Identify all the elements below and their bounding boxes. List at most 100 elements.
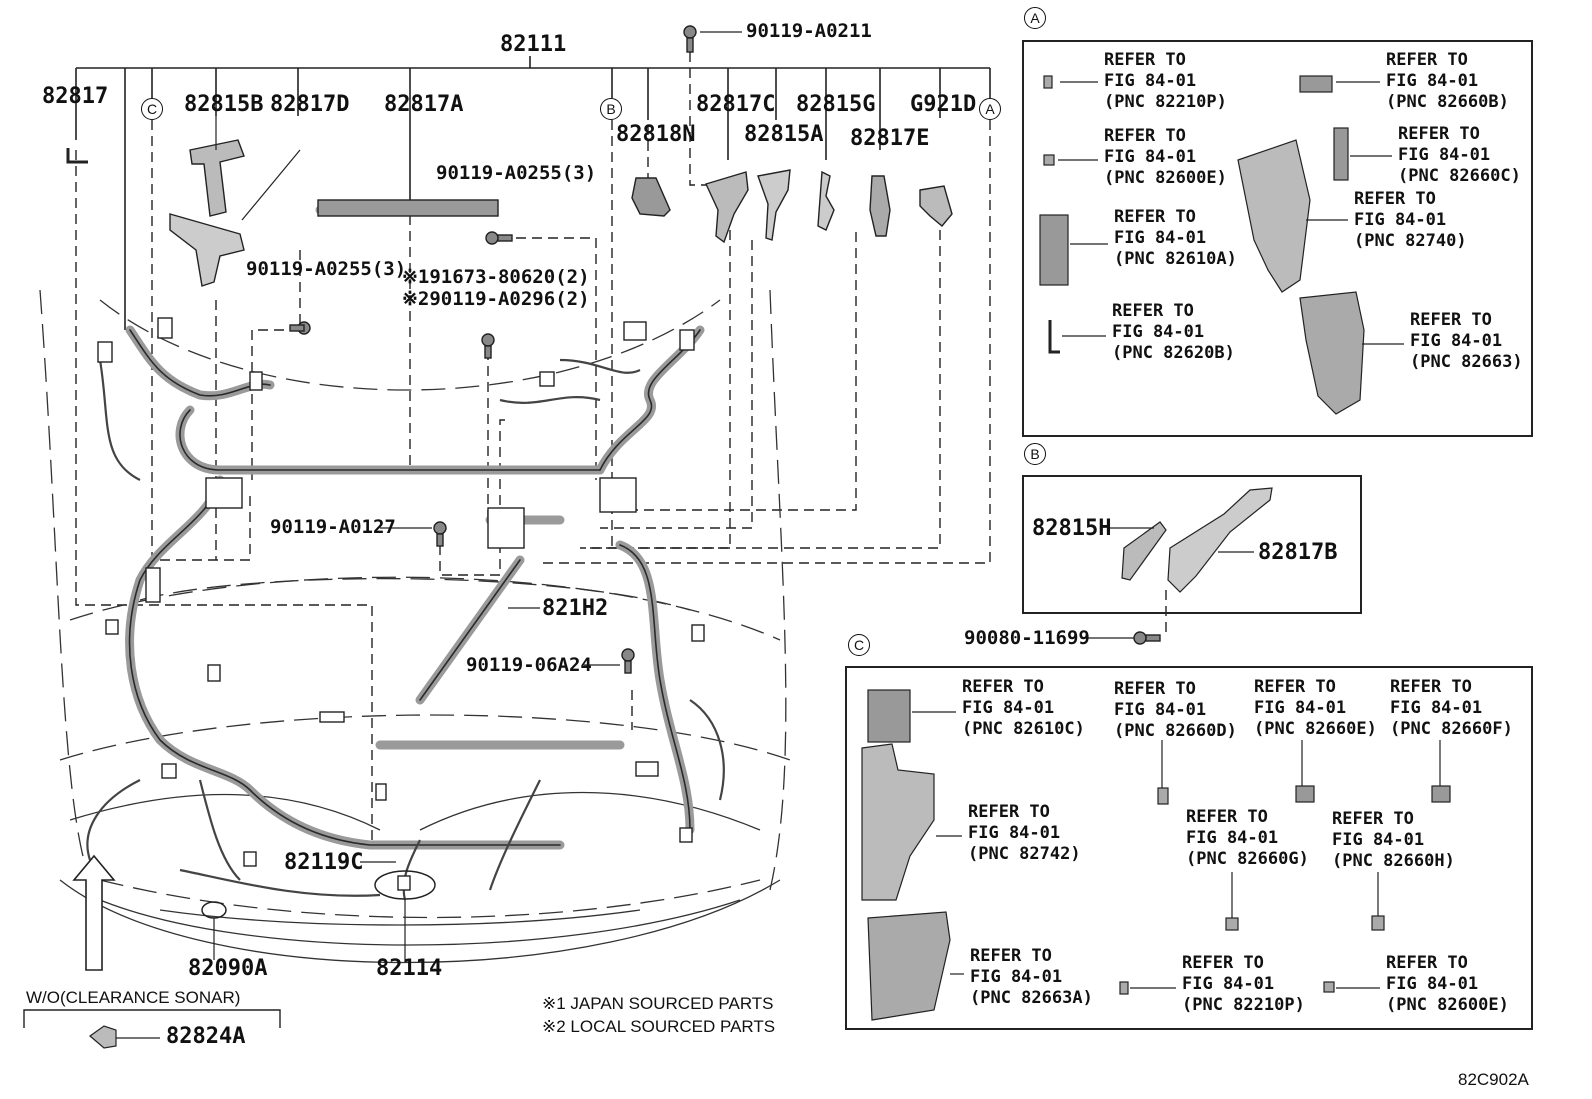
marker-c: C bbox=[141, 98, 163, 120]
ref-pnc: (PNC 82600E) bbox=[1386, 995, 1509, 1015]
ref-pnc: (PNC 82210P) bbox=[1104, 92, 1227, 112]
ref-line2: FIG 84-01 bbox=[970, 967, 1063, 987]
vehicle-outline bbox=[39, 289, 791, 919]
top-parts bbox=[66, 25, 1161, 674]
thin-wires bbox=[86, 358, 725, 901]
ref-line1: REFER TO bbox=[1398, 124, 1480, 144]
marker-a: A bbox=[979, 98, 1001, 120]
ref-pnc: (PNC 82620B) bbox=[1112, 343, 1235, 363]
ref-line1: REFER TO bbox=[1104, 50, 1186, 70]
ref-line1: REFER TO bbox=[1386, 50, 1468, 70]
callout-82815B: 82815B bbox=[184, 92, 264, 117]
ref-line1: REFER TO bbox=[968, 802, 1050, 822]
ref-line2: FIG 84-01 bbox=[1410, 331, 1503, 351]
callout-82817E: 82817E bbox=[850, 126, 930, 151]
ref-line2: FIG 84-01 bbox=[1104, 147, 1197, 167]
ref-line2: FIG 84-01 bbox=[1386, 71, 1479, 91]
ref-line1: REFER TO bbox=[1112, 301, 1194, 321]
ref-line2: FIG 84-01 bbox=[1354, 210, 1447, 230]
ref-line2: FIG 84-01 bbox=[962, 698, 1055, 718]
panel-a-marker: A bbox=[1024, 7, 1046, 29]
callout-90119-A0127: 90119-A0127 bbox=[270, 516, 396, 538]
note-japan-sourced: ※1 JAPAN SOURCED PARTS bbox=[542, 994, 774, 1013]
ref-pnc: (PNC 82660C) bbox=[1398, 166, 1521, 186]
leader-82111 bbox=[75, 56, 991, 330]
ref-line1: REFER TO bbox=[1114, 679, 1196, 699]
ref-line1: REFER TO bbox=[1354, 189, 1436, 209]
callout-82114: 82114 bbox=[376, 956, 443, 981]
panel-c-parts bbox=[861, 689, 1451, 1021]
ref-pnc: (PNC 82740) bbox=[1354, 231, 1467, 251]
bolts bbox=[289, 25, 1161, 674]
callout-90119-06A24: 90119-06A24 bbox=[466, 654, 592, 676]
callout-82815A: 82815A bbox=[744, 122, 824, 147]
callout-82817C: 82817C bbox=[696, 92, 776, 117]
panel-b-marker: B bbox=[1024, 443, 1046, 465]
callout-82815G: 82815G bbox=[796, 92, 876, 117]
ref-pnc: (PNC 82660G) bbox=[1186, 849, 1309, 869]
ref-pnc: (PNC 82610A) bbox=[1114, 249, 1237, 269]
solid-leaders bbox=[116, 31, 1441, 1039]
ref-line2: FIG 84-01 bbox=[1398, 145, 1491, 165]
ref-pnc: (PNC 82600E) bbox=[1104, 168, 1227, 188]
ref-line1: REFER TO bbox=[1410, 310, 1492, 330]
ref-pnc: (PNC 82610C) bbox=[962, 719, 1085, 739]
ref-line2: FIG 84-01 bbox=[1186, 828, 1279, 848]
ref-line1: REFER TO bbox=[1254, 677, 1336, 697]
callout-82817B: 82817B bbox=[1258, 540, 1338, 565]
callout-G921D: G921D bbox=[910, 92, 977, 117]
vehicle-body-lines bbox=[59, 791, 781, 964]
callout-82818N: 82818N bbox=[616, 122, 696, 147]
ref-line1: REFER TO bbox=[1186, 807, 1268, 827]
ref-pnc: (PNC 82660B) bbox=[1386, 92, 1509, 112]
callout-82824A: 82824A bbox=[166, 1024, 246, 1049]
ref-line2: FIG 84-01 bbox=[1182, 974, 1275, 994]
callout-82815H: 82815H bbox=[1032, 516, 1112, 541]
ref-line1: REFER TO bbox=[970, 946, 1052, 966]
figure-code: 82C902A bbox=[1458, 1070, 1529, 1089]
callout-82090A: 82090A bbox=[188, 956, 268, 981]
ref-line1: REFER TO bbox=[962, 677, 1044, 697]
ref-pnc: (PNC 82210P) bbox=[1182, 995, 1305, 1015]
ref-line1: REFER TO bbox=[1386, 953, 1468, 973]
callout-82817: 82817 bbox=[42, 84, 109, 109]
ref-pnc: (PNC 82660F) bbox=[1390, 719, 1513, 739]
ref-line2: FIG 84-01 bbox=[968, 823, 1061, 843]
callout-290119-A0296: ※290119-A0296(2) bbox=[402, 288, 590, 310]
ref-line2: FIG 84-01 bbox=[1112, 322, 1205, 342]
ref-pnc: (PNC 82660D) bbox=[1114, 721, 1237, 741]
ref-line1: REFER TO bbox=[1182, 953, 1264, 973]
marker-b: B bbox=[600, 98, 622, 120]
ref-line1: REFER TO bbox=[1104, 126, 1186, 146]
ref-line2: FIG 84-01 bbox=[1114, 700, 1207, 720]
ref-line2: FIG 84-01 bbox=[1390, 698, 1483, 718]
dashed-leaders bbox=[75, 36, 1167, 840]
note-local-sourced: ※2 LOCAL SOURCED PARTS bbox=[542, 1017, 776, 1036]
callout-82817D: 82817D bbox=[270, 92, 350, 117]
panel-c-marker: C bbox=[848, 634, 870, 656]
callout-90119-A0255-upper: 90119-A0255(3) bbox=[436, 162, 597, 184]
ref-line2: FIG 84-01 bbox=[1332, 830, 1425, 850]
ref-line2: FIG 84-01 bbox=[1386, 974, 1479, 994]
ref-pnc: (PNC 82742) bbox=[968, 844, 1081, 864]
callout-82111: 82111 bbox=[500, 32, 567, 57]
harness-outlines bbox=[128, 329, 701, 846]
panel-b-parts bbox=[1121, 487, 1273, 593]
callout-90119-A0211: 90119-A0211 bbox=[746, 20, 872, 42]
panel-b bbox=[1022, 475, 1362, 614]
wo-clearance-sonar-label: W/O(CLEARANCE SONAR) bbox=[26, 988, 241, 1007]
ref-pnc: (PNC 82660H) bbox=[1332, 851, 1455, 871]
